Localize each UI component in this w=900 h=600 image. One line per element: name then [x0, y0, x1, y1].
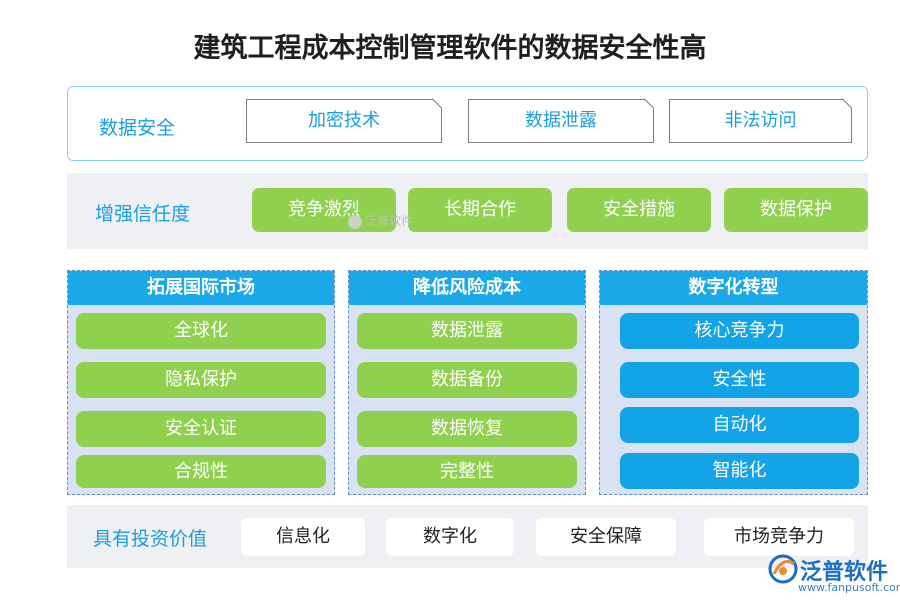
trust-item-measures: 安全措施 — [567, 188, 711, 232]
column-item: 全球化 — [76, 313, 326, 349]
investment-item: 市场竞争力 — [704, 518, 854, 556]
column-item: 安全认证 — [76, 411, 326, 447]
logo-name: 泛普软件 — [800, 560, 889, 585]
column-item: 安全性 — [620, 362, 859, 398]
watermark-text: 泛普软件 — [365, 214, 414, 228]
trust-item-competition: 竞争激烈 — [252, 188, 396, 232]
logo-url: www.fanpusoft.com — [798, 581, 900, 594]
security-item-label: 非法访问 — [724, 110, 797, 131]
security-item-label: 数据泄露 — [525, 110, 597, 131]
security-item-encryption: 加密技术 — [246, 98, 443, 143]
security-item-label: 加密技术 — [308, 110, 380, 131]
column-item: 合规性 — [76, 455, 326, 488]
trust-item-cooperation: 长期合作 — [408, 188, 552, 232]
investment-item: 信息化 — [241, 518, 365, 556]
column-item: 数据备份 — [357, 362, 577, 398]
investment-item: 数字化 — [386, 518, 514, 556]
data-security-row: 数据安全 加密技术 数据泄露 非法访问 — [67, 86, 868, 161]
brand-logo: 泛普软件 www.fanpusoft.com — [768, 552, 900, 596]
column-title: 拓展国际市场 — [68, 271, 334, 305]
logo-icon — [768, 554, 798, 584]
column-item: 数据泄露 — [357, 313, 577, 349]
investment-item: 安全保障 — [536, 518, 676, 556]
column-item: 智能化 — [620, 453, 859, 489]
column-risk-cost: 降低风险成本 数据泄露 数据备份 数据恢复 完整性 — [348, 270, 586, 495]
trust-item-protection: 数据保护 — [724, 188, 868, 232]
investment-label: 具有投资价值 — [93, 528, 208, 550]
column-international-market: 拓展国际市场 全球化 隐私保护 安全认证 合规性 — [67, 270, 335, 495]
investment-row: 具有投资价值 信息化 数字化 安全保障 市场竞争力 — [67, 505, 868, 568]
watermark: 泛普软件 — [348, 212, 413, 229]
column-title: 降低风险成本 — [349, 271, 585, 305]
watermark-icon — [348, 214, 362, 229]
column-item: 核心竞争力 — [620, 313, 859, 349]
data-security-label: 数据安全 — [99, 117, 176, 139]
trust-label: 增强信任度 — [95, 203, 191, 225]
security-item-illegal-access: 非法访问 — [669, 98, 853, 143]
trust-row: 增强信任度 竞争激烈 长期合作 安全措施 数据保护 — [67, 173, 868, 249]
column-item: 完整性 — [357, 455, 577, 488]
column-item: 数据恢复 — [357, 411, 577, 447]
column-item: 隐私保护 — [76, 362, 326, 398]
column-item: 自动化 — [620, 407, 859, 443]
page-title: 建筑工程成本控制管理软件的数据安全性高 — [193, 33, 707, 64]
column-digital-transformation: 数字化转型 核心竞争力 安全性 自动化 智能化 — [599, 270, 868, 495]
column-title: 数字化转型 — [600, 271, 867, 305]
security-item-leak: 数据泄露 — [468, 98, 655, 143]
